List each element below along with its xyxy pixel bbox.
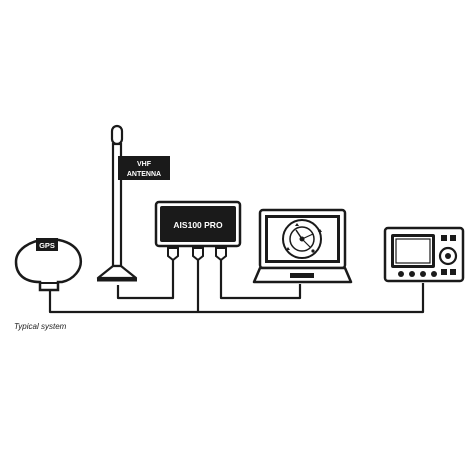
caption: Typical system: [14, 322, 67, 331]
connection-cables: [48, 258, 425, 314]
vhf-antenna-icon: VHF ANTENNA: [96, 124, 170, 282]
vhf-label-box: [118, 156, 170, 180]
vhf-label-line2: ANTENNA: [127, 171, 161, 178]
main-bus-cable: [48, 283, 425, 314]
vhf-cable: [116, 258, 175, 300]
ais-unit-label: AIS100 PRO: [173, 220, 223, 230]
laptop-icon: [252, 208, 353, 284]
chartplotter-icon: [383, 226, 465, 283]
laptop-cable: [219, 258, 302, 300]
gps-label-box: [36, 238, 58, 251]
gps-label: GPS: [39, 241, 55, 250]
gps-antenna-icon: GPS: [14, 238, 83, 292]
ais-connectors: [167, 247, 227, 262]
vhf-label-line1: VHF: [137, 161, 152, 168]
ais-transponder-icon: AIS100 PRO: [154, 200, 242, 262]
